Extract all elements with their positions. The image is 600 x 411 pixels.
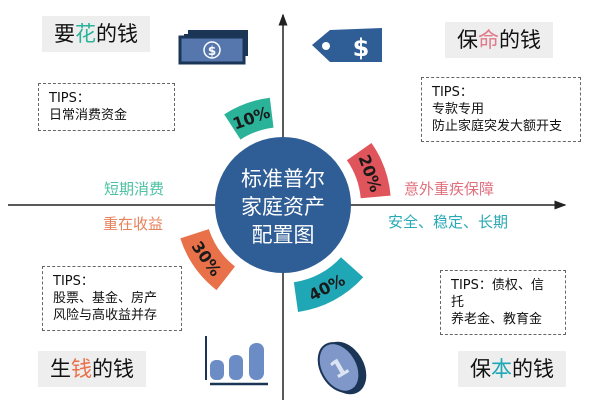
tips-box-protect: TIPS： 专款专用 防止家庭突发大额开支 bbox=[421, 77, 581, 142]
svg-text:$: $ bbox=[353, 34, 370, 62]
title-preserve-capital-money: 保本的钱 bbox=[458, 351, 566, 387]
tips-line: 股票、基金、房产 bbox=[53, 291, 158, 306]
bar-chart-icon bbox=[205, 336, 268, 386]
center-title-line3: 配置图 bbox=[252, 223, 315, 247]
tag-safe-stable: 安全、稳定、长期 bbox=[388, 213, 509, 231]
tips-line: TIPS： bbox=[53, 274, 94, 289]
tips-box-preserve: TIPS：债权、信托 养老金、教育金 bbox=[440, 270, 566, 335]
tips-box-spend: TIPS： 日常消费资金 bbox=[38, 83, 175, 131]
title-spend-money: 要花的钱 bbox=[42, 16, 150, 52]
allocation-segment-4 bbox=[293, 257, 364, 312]
allocation-segment-1 bbox=[224, 97, 274, 140]
banknote-stack-icon: $ bbox=[178, 30, 248, 65]
svg-text:$: $ bbox=[208, 44, 216, 58]
allocation-segment-3 bbox=[180, 229, 235, 291]
title-protect-life-money: 保命的钱 bbox=[445, 22, 553, 58]
tag-accident-illness: 意外重疾保障 bbox=[404, 180, 495, 198]
tips-line: 防止家庭突发大额开支 bbox=[432, 119, 563, 134]
tips-line: TIPS： bbox=[49, 91, 90, 106]
tips-line: 专款专用 bbox=[432, 102, 485, 117]
tips-box-grow: TIPS： 股票、基金、房产 风险与高收益并存 bbox=[42, 266, 182, 331]
tips-line: TIPS：债权、信托 bbox=[451, 278, 544, 310]
center-circle bbox=[215, 137, 351, 273]
price-tag-dollar-icon: $ bbox=[312, 28, 382, 62]
title-grow-money: 生钱的钱 bbox=[38, 351, 146, 387]
tips-line: TIPS： bbox=[432, 85, 473, 100]
tips-line: 风险与高收益并存 bbox=[53, 308, 158, 323]
allocation-segment-2 bbox=[346, 143, 391, 199]
tips-line: 养老金、教育金 bbox=[451, 312, 543, 327]
center-title-line2: 家庭资产 bbox=[241, 195, 325, 219]
tag-short-term: 短期消费 bbox=[104, 180, 165, 198]
tag-returns: 重在收益 bbox=[103, 215, 164, 233]
tips-line: 日常消费资金 bbox=[49, 108, 128, 123]
coin-icon: 1 bbox=[317, 341, 367, 395]
center-title-line1: 标准普尔 bbox=[241, 167, 325, 191]
